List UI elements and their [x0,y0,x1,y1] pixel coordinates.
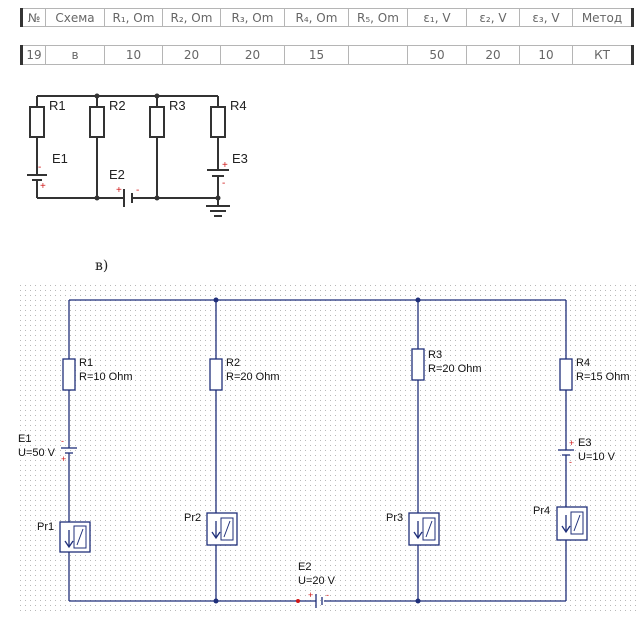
cell-r1: 10 [104,45,163,65]
cell-r4: 15 [284,45,349,65]
header-cell-method: Метод [572,8,634,27]
header-cell-r1: R₁, Om [104,8,163,27]
sim-label-r1-value: R=10 Ohm [79,371,133,383]
schematic-labels: R1 R2 R3 R4 E1 E2 E3 [49,98,248,182]
table-header-row: № Схема R₁, Om R₂, Om R₃, Om R₄, Om R₅, … [20,8,634,27]
sim-label-r2-value: R=20 Ohm [226,371,280,383]
sim-e1-plus: + [61,454,66,464]
header-cell-e1: ε₁, V [407,8,467,27]
sim-e3-plus: + [569,438,574,448]
header-cell-r5: R₅, Om [348,8,408,27]
cell-e2: 20 [466,45,520,65]
sim-resistor-r4 [559,358,573,391]
label-r3: R3 [169,98,186,113]
sim-e2-plus: + [308,590,313,600]
schematic-junctions [94,93,221,201]
variant-label: в) [95,258,109,274]
schematic-e2-symbol [123,189,133,207]
cell-r2: 20 [162,45,221,65]
sim-label-r4-value: R=15 Ohm [576,371,630,383]
schematic-wires [36,95,219,206]
ground-icon [206,205,230,217]
sim-resistor-r1 [62,358,76,391]
sim-label-e2-name: E2 [298,561,311,573]
sim-e2-symbol [315,594,323,608]
schematic-resistors [29,106,226,138]
cell-number: 19 [20,45,46,65]
ammeter-pr3-icon [408,512,440,546]
e1-minus: - [38,162,41,173]
resistor-r2-symbol [89,106,105,138]
sim-label-r4-name: R4 [576,357,590,369]
header-cell-e3: ε₃, V [519,8,573,27]
label-e2: E2 [109,167,125,182]
cell-method: КТ [572,45,634,65]
cell-e1: 50 [407,45,467,65]
ammeter-pr1-icon [59,521,91,553]
schematic-polarity: - + + - + - [38,160,228,196]
sim-e1-minus: - [61,436,64,446]
header-cell-r2: R₂, Om [162,8,221,27]
label-r1: R1 [49,98,66,113]
sim-resistor-r3 [411,348,425,381]
sim-label-r3-value: R=20 Ohm [428,363,482,375]
sim-e2-minus: - [326,590,329,600]
sim-e3-minus: - [569,457,572,467]
cell-r3: 20 [220,45,285,65]
e1-plus: + [40,181,46,192]
sim-label-pr2: Pr2 [184,512,201,524]
sim-e1-symbol [61,440,77,460]
sim-label-e1-name: E1 [18,433,31,445]
sim-label-r2-name: R2 [226,357,240,369]
sim-label-e3-value: U=10 V [578,451,616,463]
e3-plus: + [222,160,228,171]
sim-label-e3-name: E3 [578,437,591,449]
e2-minus: - [136,185,139,196]
sim-label-e2-value: U=20 V [298,575,336,587]
schematic-e3-symbol [207,160,229,180]
header-cell-number: № [20,8,46,27]
e3-minus: - [222,178,225,189]
sim-label-e1-value: U=50 V [18,447,56,459]
params-header-table: № Схема R₁, Om R₂, Om R₃, Om R₄, Om R₅, … [20,8,634,27]
sim-e3-symbol [558,442,574,462]
ammeter-pr4-icon [556,506,588,541]
sim-junctions [213,297,421,604]
schematic-e1-symbol [27,162,47,190]
header-cell-r4: R₄, Om [284,8,349,27]
sim-label-r3-name: R3 [428,349,442,361]
sim-label-pr3: Pr3 [386,512,403,524]
sim-label-pr1: Pr1 [37,521,54,533]
label-e3: E3 [232,151,248,166]
resistor-r3-symbol [149,106,165,138]
sim-labels: R1 R=10 Ohm R2 R=20 Ohm R3 R=20 Ohm R4 R… [18,349,630,587]
label-r2: R2 [109,98,126,113]
params-data-table: 19 в 10 20 20 15 50 20 10 КТ [20,45,634,65]
resistor-r4-symbol [210,106,226,138]
ammeter-pr2-icon [206,512,238,546]
sim-resistors [62,348,573,391]
simulator-grid-canvas [20,285,639,614]
label-r4: R4 [230,98,247,113]
cell-e3: 10 [519,45,573,65]
table-row: 19 в 10 20 20 15 50 20 10 КТ [20,45,634,65]
label-e1: E1 [52,151,68,166]
e2-plus: + [116,185,122,196]
sim-wires [68,299,567,602]
sim-label-r1-name: R1 [79,357,93,369]
resistor-r1-symbol [29,106,45,138]
sim-label-pr4: Pr4 [533,505,550,517]
sim-resistor-r2 [209,358,223,391]
sim-polarity: - + + - + - [61,436,574,600]
schematic-diagram: R1 R2 R3 R4 E1 E2 E3 - + + - + - [27,93,248,217]
header-cell-r3: R₃, Om [220,8,285,27]
